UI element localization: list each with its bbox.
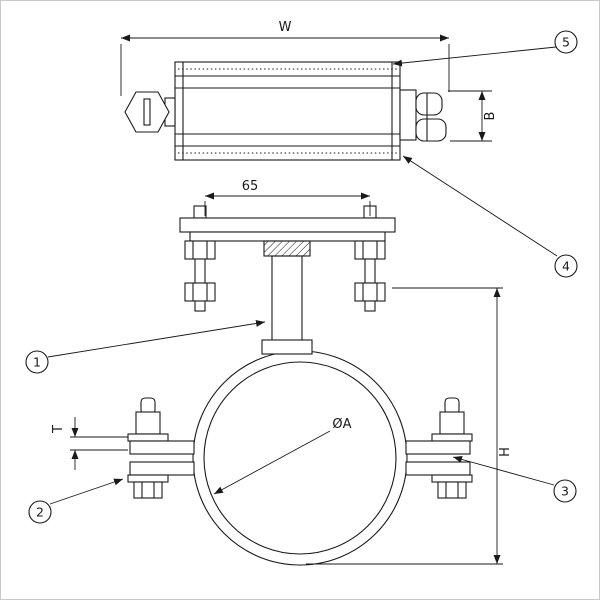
clamp-neck-boss [261,339,313,355]
right-lower-tab [405,461,471,476]
callout-3-number: 3 [561,484,569,499]
beam-rail-top-view [124,61,447,161]
dimension-t: T [51,417,128,470]
right-stud [364,258,376,284]
right-upper-washer [431,433,473,442]
callout-3: 3 [452,456,577,503]
clamp-left-lug [127,397,195,499]
left-stud [194,258,206,284]
right-stud-tip [364,300,376,312]
dim-label-bolt-spacing: 65 [242,179,259,194]
left-lower-washer [127,474,169,483]
callout-3-balloon [553,479,577,503]
end-nut-upper [415,92,443,116]
callout-4-number: 4 [562,259,570,274]
callout-1-number: 1 [33,355,41,370]
dimension-65: 65 [204,179,371,216]
dim-label-pipe-diameter: ØA [332,417,351,432]
dim-label-band-thickness: T [51,425,66,434]
callout-4: 4 [402,155,578,278]
right-nut [437,481,467,499]
dimension-b: B [448,90,498,142]
end-nut-lower [415,118,447,142]
callout-5-balloon [554,30,578,54]
dimension-h: H [306,287,513,565]
left-bolt-shank [135,411,161,435]
hex-bolt-slot [143,98,151,126]
callout-2: 2 [28,478,124,524]
center-threaded-nut [263,240,311,257]
upper-plate [179,217,396,233]
clamp-inner-band [203,361,397,555]
dim-label-width: W [279,20,292,35]
rail-right-end-fitting [399,89,447,142]
left-upper-washer [127,433,169,442]
dimension-w: W [120,20,450,96]
left-upper-tab [129,440,195,455]
callout-1: 1 [25,319,266,374]
center-rod [271,255,303,353]
right-upper-tab [405,440,471,455]
lower-plate [189,231,386,242]
left-bolt-stack [184,240,216,312]
left-lower-tab [129,461,195,476]
callout-5: 5 [392,30,578,67]
left-nut [133,481,163,499]
left-lower-nut [184,282,216,302]
callout-1-balloon [25,350,49,374]
right-lower-nut [354,282,386,302]
callout-2-number: 2 [36,505,44,520]
right-bolt-stack [354,240,386,312]
right-bolt-shank [439,411,465,435]
end-plate [399,89,417,141]
rail-left-hex-bolt [124,91,176,133]
mounting-plate-assembly [179,205,396,355]
left-stud-tip-top [193,205,207,219]
callout-2-balloon [28,500,52,524]
clamp-right-lug [405,397,473,499]
rail-body [174,61,401,161]
dim-label-overall-height: H [498,447,513,457]
dim-label-rail-height: B [483,112,498,121]
callout-4-balloon [554,254,578,278]
left-upper-nut [184,240,216,260]
dimension-diameter: ØA [213,417,352,495]
callout-5-number: 5 [562,35,570,50]
right-upper-nut [354,240,386,260]
left-stud-tip [194,300,206,312]
right-lower-washer [431,474,473,483]
